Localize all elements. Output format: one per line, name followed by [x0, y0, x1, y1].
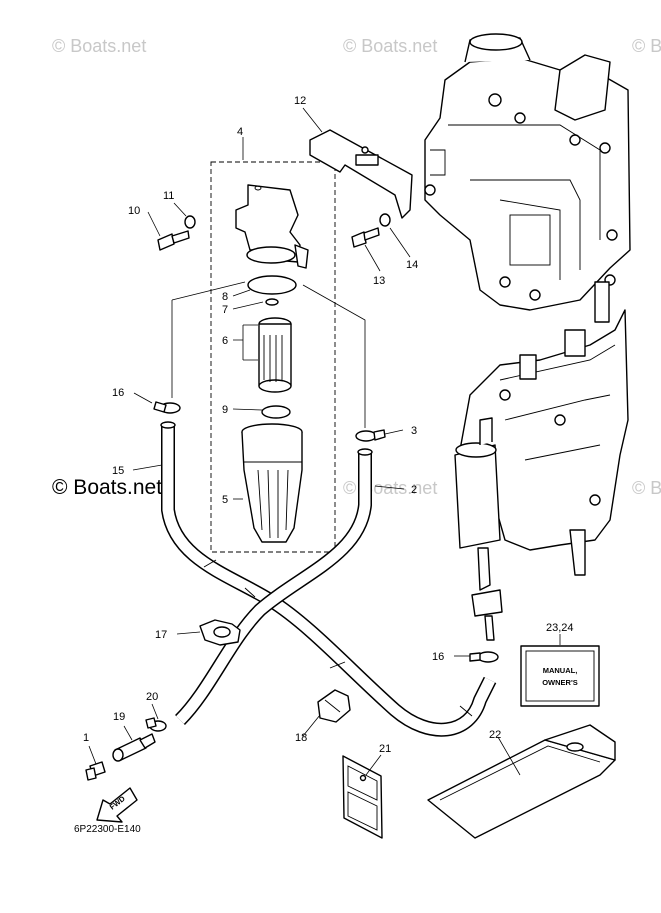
plug-1	[85, 761, 106, 781]
hose-holder-18	[317, 689, 351, 723]
callout-14: 14	[406, 259, 418, 271]
filter-bracket	[309, 129, 413, 219]
watermark-top-edge: © B	[632, 36, 661, 56]
filter-element	[258, 317, 292, 393]
bolt-13	[351, 227, 380, 248]
manual-label-line1: MANUAL,	[543, 666, 578, 675]
engine-block-upper	[424, 33, 631, 311]
callout-6: 6	[222, 335, 228, 347]
filter-assembly-outline	[210, 161, 336, 553]
callout-19: 19	[113, 711, 125, 723]
callout-7: 7	[222, 304, 228, 316]
callout-5: 5	[222, 494, 228, 506]
callout-1: 1	[83, 732, 89, 744]
manual-label-line2: OWNER'S	[542, 678, 578, 687]
callout-16-lower: 16	[432, 651, 444, 663]
watermark-mid-left: © Boats.net	[52, 476, 162, 499]
fuel-filter-head	[235, 184, 309, 269]
callout-3: 3	[411, 425, 417, 437]
callout-21: 21	[379, 743, 391, 755]
callout-16-upper: 16	[112, 387, 124, 399]
watermark-top-left: © Boats.net	[52, 36, 146, 56]
callout-23-24: 23,24	[546, 622, 574, 634]
filter-cup	[241, 423, 303, 543]
hose-clip-16-lower	[469, 651, 499, 663]
manual-case	[427, 724, 616, 839]
diagram-code: 6P22300-E140	[74, 824, 141, 835]
bolt-10	[157, 230, 190, 251]
washer-11	[184, 215, 196, 229]
callout-15: 15	[112, 465, 124, 477]
owners-manual: MANUAL, OWNER'S	[520, 645, 600, 707]
watermark-mid-right: © B	[632, 478, 661, 498]
label-21	[342, 755, 383, 839]
joint-19	[112, 733, 156, 762]
watermark-top-right: © Boats.net	[343, 36, 437, 56]
callout-11: 11	[163, 190, 174, 202]
callout-9: 9	[222, 404, 228, 416]
hose-clip-16-upper	[153, 401, 181, 414]
fuel-hoses	[160, 421, 497, 737]
callout-13: 13	[373, 275, 385, 287]
hose-clip-3	[355, 429, 386, 442]
callout-12: 12	[294, 95, 306, 107]
callout-20: 20	[146, 691, 158, 703]
leader-lines	[88, 107, 561, 776]
callout-22: 22	[489, 729, 501, 741]
callout-2: 2	[411, 484, 417, 496]
clip-20	[145, 717, 167, 732]
callout-4: 4	[237, 126, 243, 138]
vapor-separator-assembly	[454, 281, 629, 641]
o-ring	[247, 275, 297, 295]
callout-18: 18	[295, 732, 307, 744]
hose-holder-17	[199, 619, 241, 646]
callout-17: 17	[155, 629, 167, 641]
callout-10: 10	[128, 205, 140, 217]
small-o-ring	[265, 298, 279, 306]
filter-seal-ring	[261, 405, 291, 419]
forward-direction-arrow: FWD	[96, 787, 138, 823]
callout-8: 8	[222, 291, 228, 303]
washer-14	[379, 213, 391, 227]
watermark-mid-center: © Boats.net	[343, 478, 437, 498]
